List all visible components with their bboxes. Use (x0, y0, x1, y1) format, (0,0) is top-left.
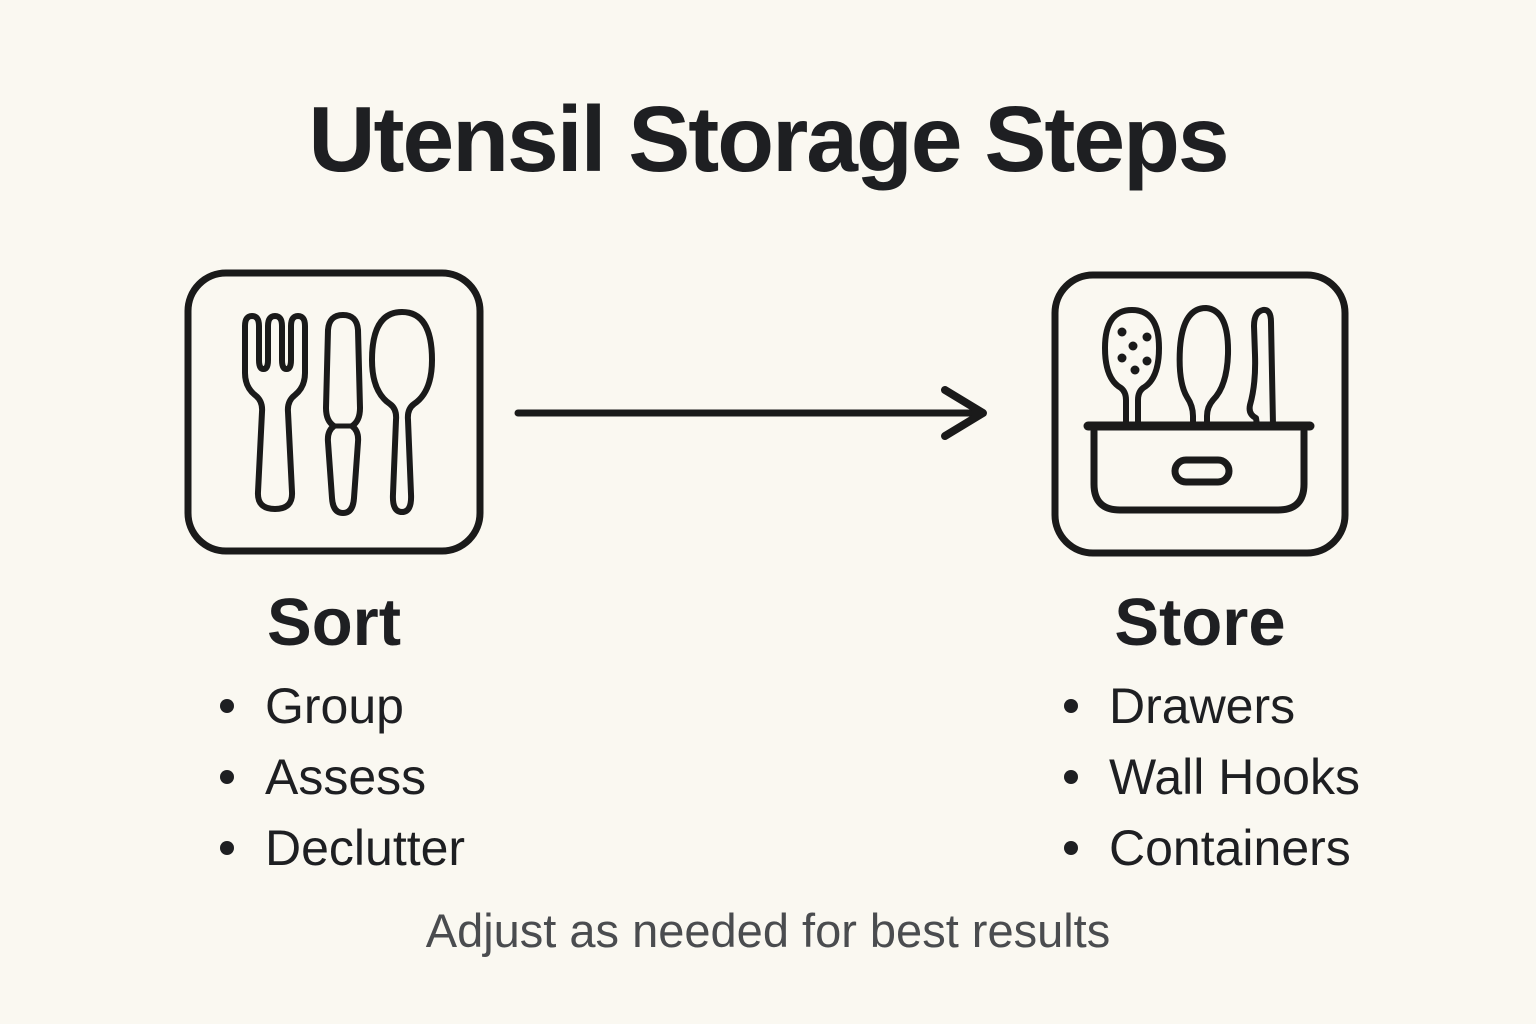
list-item: Assess (220, 749, 465, 805)
tile-border (1051, 271, 1349, 557)
list-item: Group (220, 678, 465, 734)
utensil-caddy-icon (1050, 270, 1350, 558)
bullet-dot (220, 770, 234, 784)
bullet-dot (220, 699, 234, 713)
list-item-label: Drawers (1109, 678, 1296, 734)
slotted-spoon-shape (1102, 307, 1162, 428)
list-item: Drawers (1064, 678, 1360, 734)
list-item-label: Assess (265, 749, 427, 805)
tile-border (184, 269, 484, 555)
step-label-sort: Sort (267, 585, 401, 660)
bullet-dot (1064, 770, 1078, 784)
bullet-dot (1064, 841, 1078, 855)
step-label-store: Store (1114, 585, 1286, 660)
list-item-label: Declutter (265, 820, 466, 876)
caddy-handle-slot (1171, 456, 1233, 486)
bullet-dot (1064, 699, 1078, 713)
arrow-right-icon (514, 386, 987, 440)
footer-note: Adjust as needed for best results (425, 904, 1111, 957)
spoon-shape (369, 309, 435, 515)
fork-shape (242, 313, 308, 512)
list-item: Wall Hooks (1064, 749, 1360, 805)
slotted-spoon-holes (1117, 327, 1152, 375)
list-item-label: Wall Hooks (1109, 749, 1360, 805)
cutlery-icon (183, 268, 485, 556)
knife-shape (1246, 306, 1276, 428)
caddy-body (1090, 427, 1308, 514)
list-item-label: Containers (1109, 820, 1351, 876)
list-item: Containers (1064, 820, 1360, 876)
bullet-dot (220, 841, 234, 855)
knife-shape (323, 312, 363, 516)
page-title: Utensil Storage Steps (308, 87, 1229, 191)
store-bullet-list: Drawers Wall Hooks Containers (1064, 678, 1360, 894)
list-item: Declutter (220, 820, 465, 876)
serving-spoon-shape (1176, 305, 1232, 428)
sort-bullet-list: Group Assess Declutter (220, 678, 465, 894)
list-item-label: Group (265, 678, 404, 734)
